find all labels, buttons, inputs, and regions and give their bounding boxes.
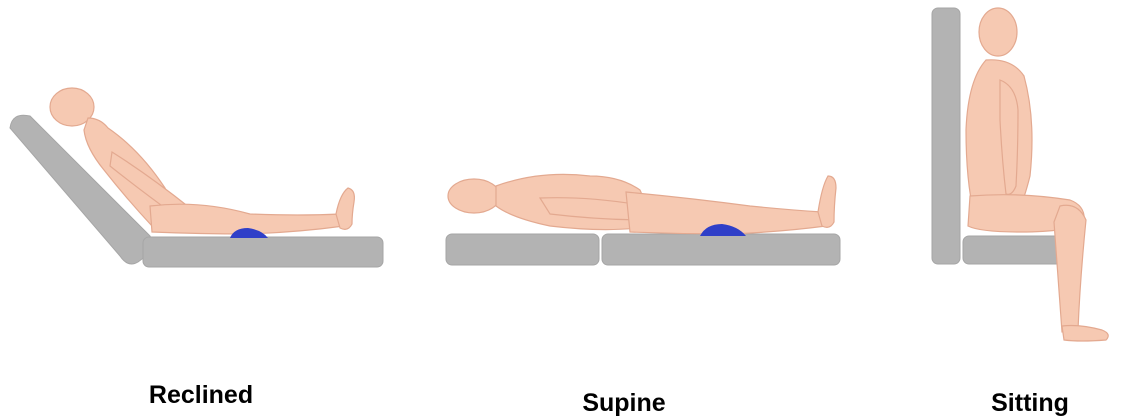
reclined-person-icon bbox=[0, 0, 400, 300]
supine-caption: Supine bbox=[582, 389, 665, 418]
supine-person-icon bbox=[430, 0, 860, 300]
sitting-seat bbox=[963, 236, 1065, 264]
sitting-caption: Sitting bbox=[991, 389, 1069, 418]
sitting-panel bbox=[920, 0, 1124, 360]
reclined-panel bbox=[0, 0, 400, 300]
supine-panel bbox=[430, 0, 860, 300]
supine-body-mattress bbox=[602, 234, 840, 265]
supine-body bbox=[448, 174, 836, 234]
sitting-backrest bbox=[932, 8, 960, 264]
supine-head-mattress bbox=[446, 234, 599, 265]
reclined-mattress bbox=[143, 237, 383, 267]
sitting-body bbox=[966, 8, 1108, 341]
reclined-caption: Reclined bbox=[149, 381, 253, 410]
sitting-person-icon bbox=[920, 0, 1124, 360]
